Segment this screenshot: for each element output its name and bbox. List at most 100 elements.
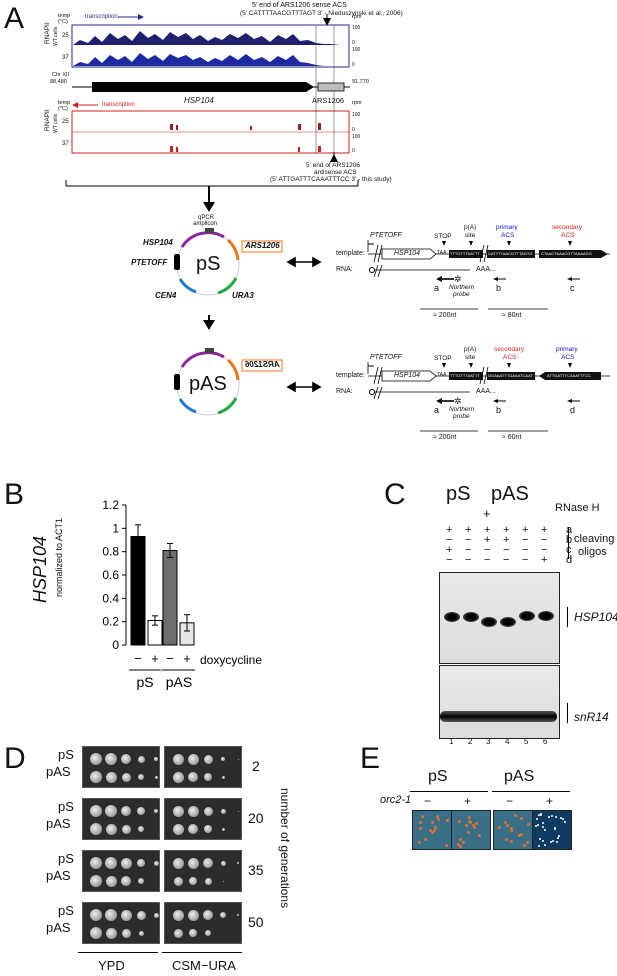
bar-0 <box>130 536 146 646</box>
oligo-sign-c-2: − <box>465 544 472 556</box>
track-25-signal <box>73 31 348 45</box>
antisense-acs-arrowhead <box>330 154 338 162</box>
schematic-ps-stop: STOP <box>434 233 452 240</box>
oligos-label: oligos <box>578 546 607 558</box>
oligo-sign-a-3: + <box>484 524 491 536</box>
schematic-ps-aaa: AAA... <box>476 266 496 273</box>
colony <box>138 930 144 936</box>
colony <box>137 859 145 867</box>
strain-label-pas-gen-2: pAS <box>46 764 71 779</box>
oligo-sign-c-5: − <box>522 544 529 556</box>
dox-sign-1: + <box>151 651 159 666</box>
schematic-ps-secondary-acs: ACS <box>561 232 575 239</box>
colony <box>237 758 239 760</box>
cell-dot <box>467 830 471 834</box>
cell-dot <box>547 816 550 819</box>
blot-bands <box>380 475 617 740</box>
cell-dot <box>497 826 501 830</box>
cell-dot <box>504 837 508 841</box>
cell-dot <box>458 820 462 824</box>
schematic-pas-promoter: PTETOFF <box>370 354 402 361</box>
cell-dot <box>513 813 517 817</box>
lane-label-1: 1 <box>449 737 454 746</box>
rpm-zero-1: 0 <box>352 40 355 46</box>
strain-label-ps-gen-50: pS <box>58 903 74 918</box>
cell-dot <box>465 824 469 828</box>
oligo-sign-c-6: − <box>541 544 548 556</box>
antisense-note-line3: (5' ATTGATTTCAAATTTCC 3' - this study) <box>270 176 392 183</box>
rpm-label-bottom: rpm <box>352 100 362 106</box>
y-tick-label-2: 0.4 <box>102 591 119 605</box>
y-tick-label-5: 1 <box>112 521 119 535</box>
micro-signs: −+−+ <box>410 794 570 808</box>
temp-37-bottom: 37 <box>62 141 69 147</box>
chr-gene-label: HSP104 <box>184 96 214 105</box>
schematic-pas-aaa: AAA... <box>476 388 496 395</box>
cell-dot <box>519 817 523 821</box>
cell-dot <box>519 833 523 837</box>
cell-dot <box>510 827 514 831</box>
cell-dot <box>542 822 545 825</box>
cell-dot <box>475 821 479 825</box>
plasmid-ps-ars-label: ARS1206 <box>245 241 280 250</box>
cell-dot <box>553 828 556 830</box>
dox-sign-3: + <box>183 651 191 666</box>
oligo-sign-c-1: + <box>446 544 453 556</box>
colony <box>153 912 159 918</box>
schematic-pas-letter-a: a <box>434 405 440 415</box>
band-bracket-snr14 <box>567 703 568 723</box>
cell-dot <box>556 840 559 843</box>
colony <box>121 806 131 816</box>
schematic-pas-primary-acs: ACS <box>561 354 575 361</box>
colony <box>189 929 197 937</box>
colony <box>203 806 213 816</box>
orc2-sign-1: − <box>424 794 432 808</box>
medium-ypd: YPD <box>98 958 125 973</box>
oligo-sign-c-4: − <box>503 544 510 556</box>
plate-ypd-gen-2 <box>82 746 160 788</box>
band-label-hsp104: HSP104 <box>574 610 617 624</box>
colony <box>137 807 145 815</box>
csm-bar <box>162 952 242 953</box>
cell-dot <box>554 815 557 818</box>
band-hsp104-lane-5 <box>519 611 535 621</box>
schematic-pas-len1: ≈ 200nt <box>433 434 457 441</box>
micro-ps-bar <box>410 791 488 792</box>
colony <box>90 823 102 835</box>
colony <box>188 824 198 834</box>
schematic-pas-secondary-acs: ACS <box>503 354 517 361</box>
colony <box>105 927 117 939</box>
cell-dot <box>471 823 475 827</box>
cell-dot <box>424 838 428 841</box>
colony <box>237 914 239 916</box>
rpm-bottom-top-1: 100 <box>352 112 361 118</box>
colony <box>172 805 184 817</box>
orc2-label: orc2-1 <box>380 794 412 806</box>
colony <box>220 912 226 918</box>
plasmid-ps-cen4-arc <box>178 278 197 294</box>
schematic-pas-seq1: TTTGTTTAATTT <box>450 373 480 378</box>
colony <box>138 878 144 884</box>
cell-dot <box>506 824 510 828</box>
y-tick-label-3: 0.6 <box>102 568 119 582</box>
micro-group-ps: pS <box>428 768 448 785</box>
cell-dot <box>418 827 422 831</box>
cell-dot <box>504 820 508 824</box>
double-arrow-1 <box>286 256 322 268</box>
cell-dot <box>525 840 529 844</box>
chr-label: Chr XII <box>52 72 70 78</box>
oligo-sign-b-3: + <box>484 534 491 546</box>
schematic-pas <box>367 362 610 432</box>
schematic-ps-letter-c: c <box>570 283 575 293</box>
temp-label-bottom: temp <box>58 100 71 106</box>
plasmid-ps-name: pS <box>196 253 221 275</box>
micro-pas-bar <box>492 791 570 792</box>
colony <box>121 772 131 782</box>
cell-dot <box>445 844 449 848</box>
dox-sign-0: − <box>134 651 142 666</box>
colony <box>154 775 158 779</box>
rpm-bottom-zero-1: 0 <box>352 127 355 133</box>
